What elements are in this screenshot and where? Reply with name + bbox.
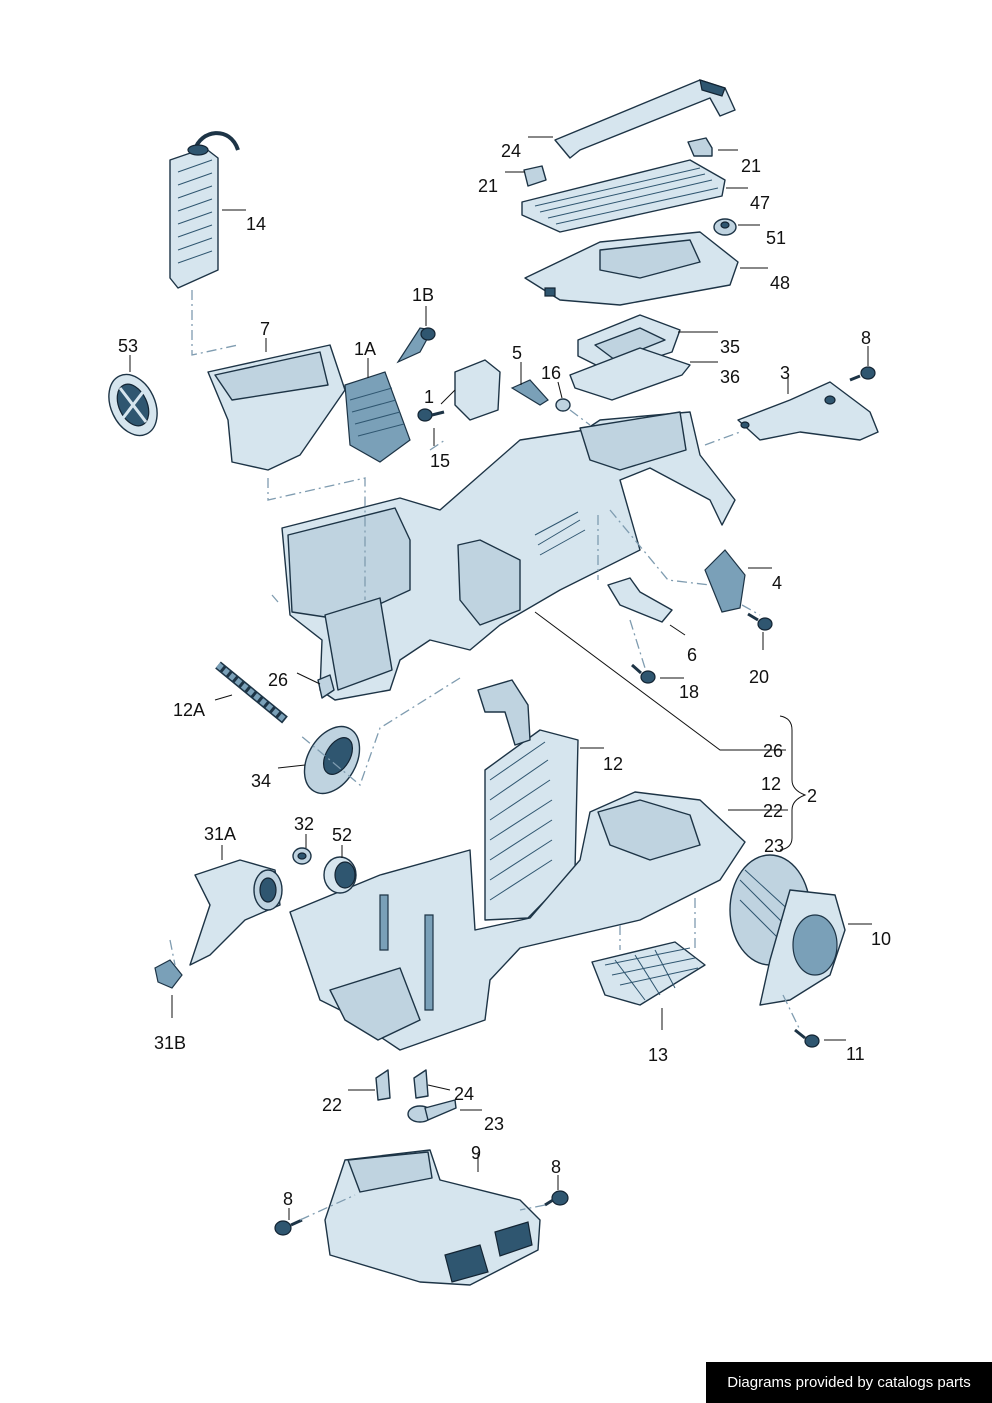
- part-8-screw-left: [274, 1218, 303, 1236]
- callout-14: 14: [246, 214, 266, 234]
- callout-3: 3: [780, 363, 790, 383]
- callout-12A: 12A: [173, 700, 205, 720]
- callout-5: 5: [512, 343, 522, 363]
- callout-15: 15: [430, 451, 450, 471]
- part-24-bracket-bar: [554, 79, 736, 159]
- part-12-evaporator: [477, 679, 579, 921]
- callout-51: 51: [766, 228, 786, 248]
- callout-34: 34: [251, 771, 271, 791]
- callout-21-right: 21: [741, 156, 761, 176]
- callout-10: 10: [871, 929, 891, 949]
- part-15-screw: [417, 408, 445, 422]
- callout-13: 13: [648, 1045, 668, 1065]
- part-47-filter: [521, 159, 726, 233]
- part-24-clip-bottom: [413, 1069, 429, 1099]
- part-3-bracket: [737, 381, 879, 441]
- part-7-duct: [207, 344, 346, 471]
- part-5-sensor: [510, 379, 549, 406]
- callout-32: 32: [294, 814, 314, 834]
- callout-8-right: 8: [551, 1157, 561, 1177]
- part-23-lever-bottom: [407, 1099, 457, 1123]
- callout-24-bottom: 24: [454, 1084, 474, 1104]
- callout-12: 12: [603, 754, 623, 774]
- part-8-screw-right: [544, 1190, 569, 1207]
- part-main-housing: [281, 411, 736, 701]
- callout-53: 53: [118, 336, 138, 356]
- callout-52: 52: [332, 825, 352, 845]
- part-48-housing-cover: [524, 231, 739, 306]
- callout-26-left: 26: [268, 670, 288, 690]
- part-8-screw-top: [849, 366, 876, 382]
- part-14-heater-core: [169, 131, 240, 289]
- credit-banner: Diagrams provided by catalogs parts: [706, 1362, 992, 1403]
- callout-8-left: 8: [283, 1189, 293, 1209]
- callout-18: 18: [679, 682, 699, 702]
- part-51-nut: [713, 218, 737, 236]
- part-20-screw: [747, 612, 773, 631]
- callout-24-top: 24: [501, 141, 521, 161]
- callout-12-list: 12: [761, 774, 781, 794]
- part-31A-duct: [189, 859, 283, 966]
- callout-26-right: 26: [763, 741, 783, 761]
- part-1-servo: [454, 359, 501, 421]
- callout-1B: 1B: [412, 285, 434, 305]
- part-1A-module: [344, 371, 411, 463]
- part-22-clip-bottom: [375, 1069, 391, 1101]
- part-6-bracket: [607, 577, 673, 623]
- part-11-screw: [794, 1028, 820, 1048]
- part-1B-lever: [396, 327, 436, 364]
- part-13-mesh-filter: [591, 941, 706, 1006]
- callout-20: 20: [749, 667, 769, 687]
- part-10-blower-motor: [729, 854, 846, 1006]
- callout-31A: 31A: [204, 824, 236, 844]
- part-53-ring: [108, 373, 158, 437]
- part-34-flange: [303, 725, 361, 795]
- part-9-distribution: [324, 1149, 541, 1286]
- part-16-clip: [555, 398, 571, 412]
- callout-21-left: 21: [478, 176, 498, 196]
- callout-9: 9: [471, 1143, 481, 1163]
- part-21-clip-left: [523, 165, 547, 187]
- callout-labels: 24 21 21 47 51 48 14 1B 7 53 1A 5 35 16 …: [118, 141, 891, 1209]
- part-36-gasket: [569, 347, 691, 401]
- callout-8-top: 8: [861, 328, 871, 348]
- part-18-screw: [631, 663, 656, 684]
- callout-36: 36: [720, 367, 740, 387]
- part-4-resistor: [704, 549, 746, 613]
- callout-47: 47: [750, 193, 770, 213]
- leader-lines: [129, 136, 872, 1220]
- callout-48: 48: [770, 273, 790, 293]
- callout-1A: 1A: [354, 339, 376, 359]
- callout-23-bottom: 23: [484, 1114, 504, 1134]
- part-12A-sensor: [215, 661, 288, 724]
- assembly-lines: [169, 290, 801, 1221]
- callout-35: 35: [720, 337, 740, 357]
- part-21-clip-right: [687, 137, 713, 157]
- callout-22-list: 22: [763, 801, 783, 821]
- callout-7: 7: [260, 319, 270, 339]
- callout-6: 6: [687, 645, 697, 665]
- part-lower-housing: [289, 791, 746, 1051]
- callout-1: 1: [424, 387, 434, 407]
- callout-22-bottom: 22: [322, 1095, 342, 1115]
- callout-11: 11: [846, 1044, 865, 1064]
- part-35-seal: [577, 314, 681, 373]
- part-26-clip: [317, 674, 335, 699]
- part-32-grommet: [292, 847, 312, 865]
- callout-4: 4: [772, 573, 782, 593]
- callout-2: 2: [807, 786, 817, 806]
- part-52-foam: [323, 856, 357, 894]
- part-31B-cap: [154, 959, 183, 989]
- callout-16: 16: [541, 363, 561, 383]
- callout-23-list: 23: [764, 836, 784, 856]
- callout-31B: 31B: [154, 1033, 186, 1053]
